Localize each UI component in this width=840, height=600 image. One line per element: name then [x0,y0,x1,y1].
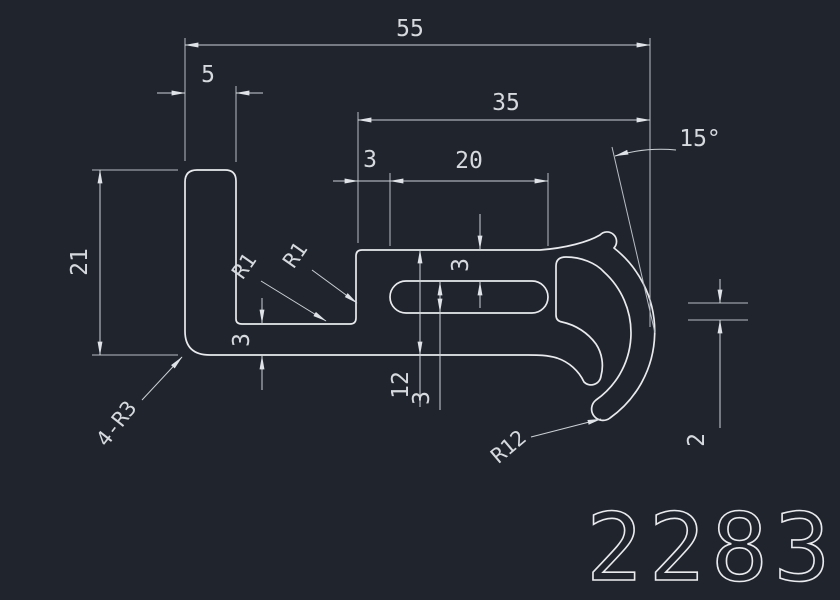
part-number: 2283 [586,494,836,600]
dim-hook-radius-label: R12 [486,425,530,468]
dim-right-span-label: 35 [492,90,520,116]
dim-mid-height: 12 [388,249,423,407]
dim-slot-length-label: 20 [455,148,483,174]
angled-extension-line [611,146,656,334]
angle-arc [614,148,677,157]
dim-angle-label: 15° [679,126,721,152]
profile-outline [184,169,656,422]
dim-fillet-a: R1 [227,249,327,322]
dim-slot-top-offset: 3 [448,214,483,308]
dim-total-width: 55 [184,16,651,327]
dim-total-width-label: 55 [396,16,424,42]
dim-corner-radius-label: 4-R3 [91,396,141,451]
dim-hook-radius: R12 [486,418,602,468]
leader-line [530,418,602,438]
dim-angle: 15° [611,126,721,334]
leader-line [311,269,358,304]
dim-base-thickness: 3 [229,298,265,390]
leader-line [260,280,327,322]
profile [184,169,656,422]
dim-right-span: 35 [357,90,651,243]
dim-leg-width-label: 5 [201,62,215,88]
leader-line [141,356,183,401]
dim-base-thickness-label: 3 [229,333,255,347]
dim-fillet-a-label: R1 [227,249,261,283]
dim-left-height: 21 [67,169,178,356]
dim-step-wall-label: 3 [363,147,377,173]
dim-slot-length: 20 [389,148,549,246]
dim-tip-gap: 2 [684,279,748,447]
dim-step-wall: 3 [333,147,391,246]
dim-mid-height-label: 12 [388,371,414,399]
dim-fillet-b-label: R1 [278,238,312,272]
dim-slot-top-offset-label: 3 [448,258,474,272]
dim-slot-height: 3 [409,281,443,410]
dim-left-height-label: 21 [67,248,93,276]
slot-cutout [389,280,549,314]
dim-fillet-b: R1 [278,238,358,304]
dim-slot-height-label: 3 [409,391,435,405]
dim-tip-gap-label: 2 [684,433,710,447]
dim-leg-width: 5 [157,62,263,162]
dim-corner-radius: 4-R3 [91,356,183,451]
